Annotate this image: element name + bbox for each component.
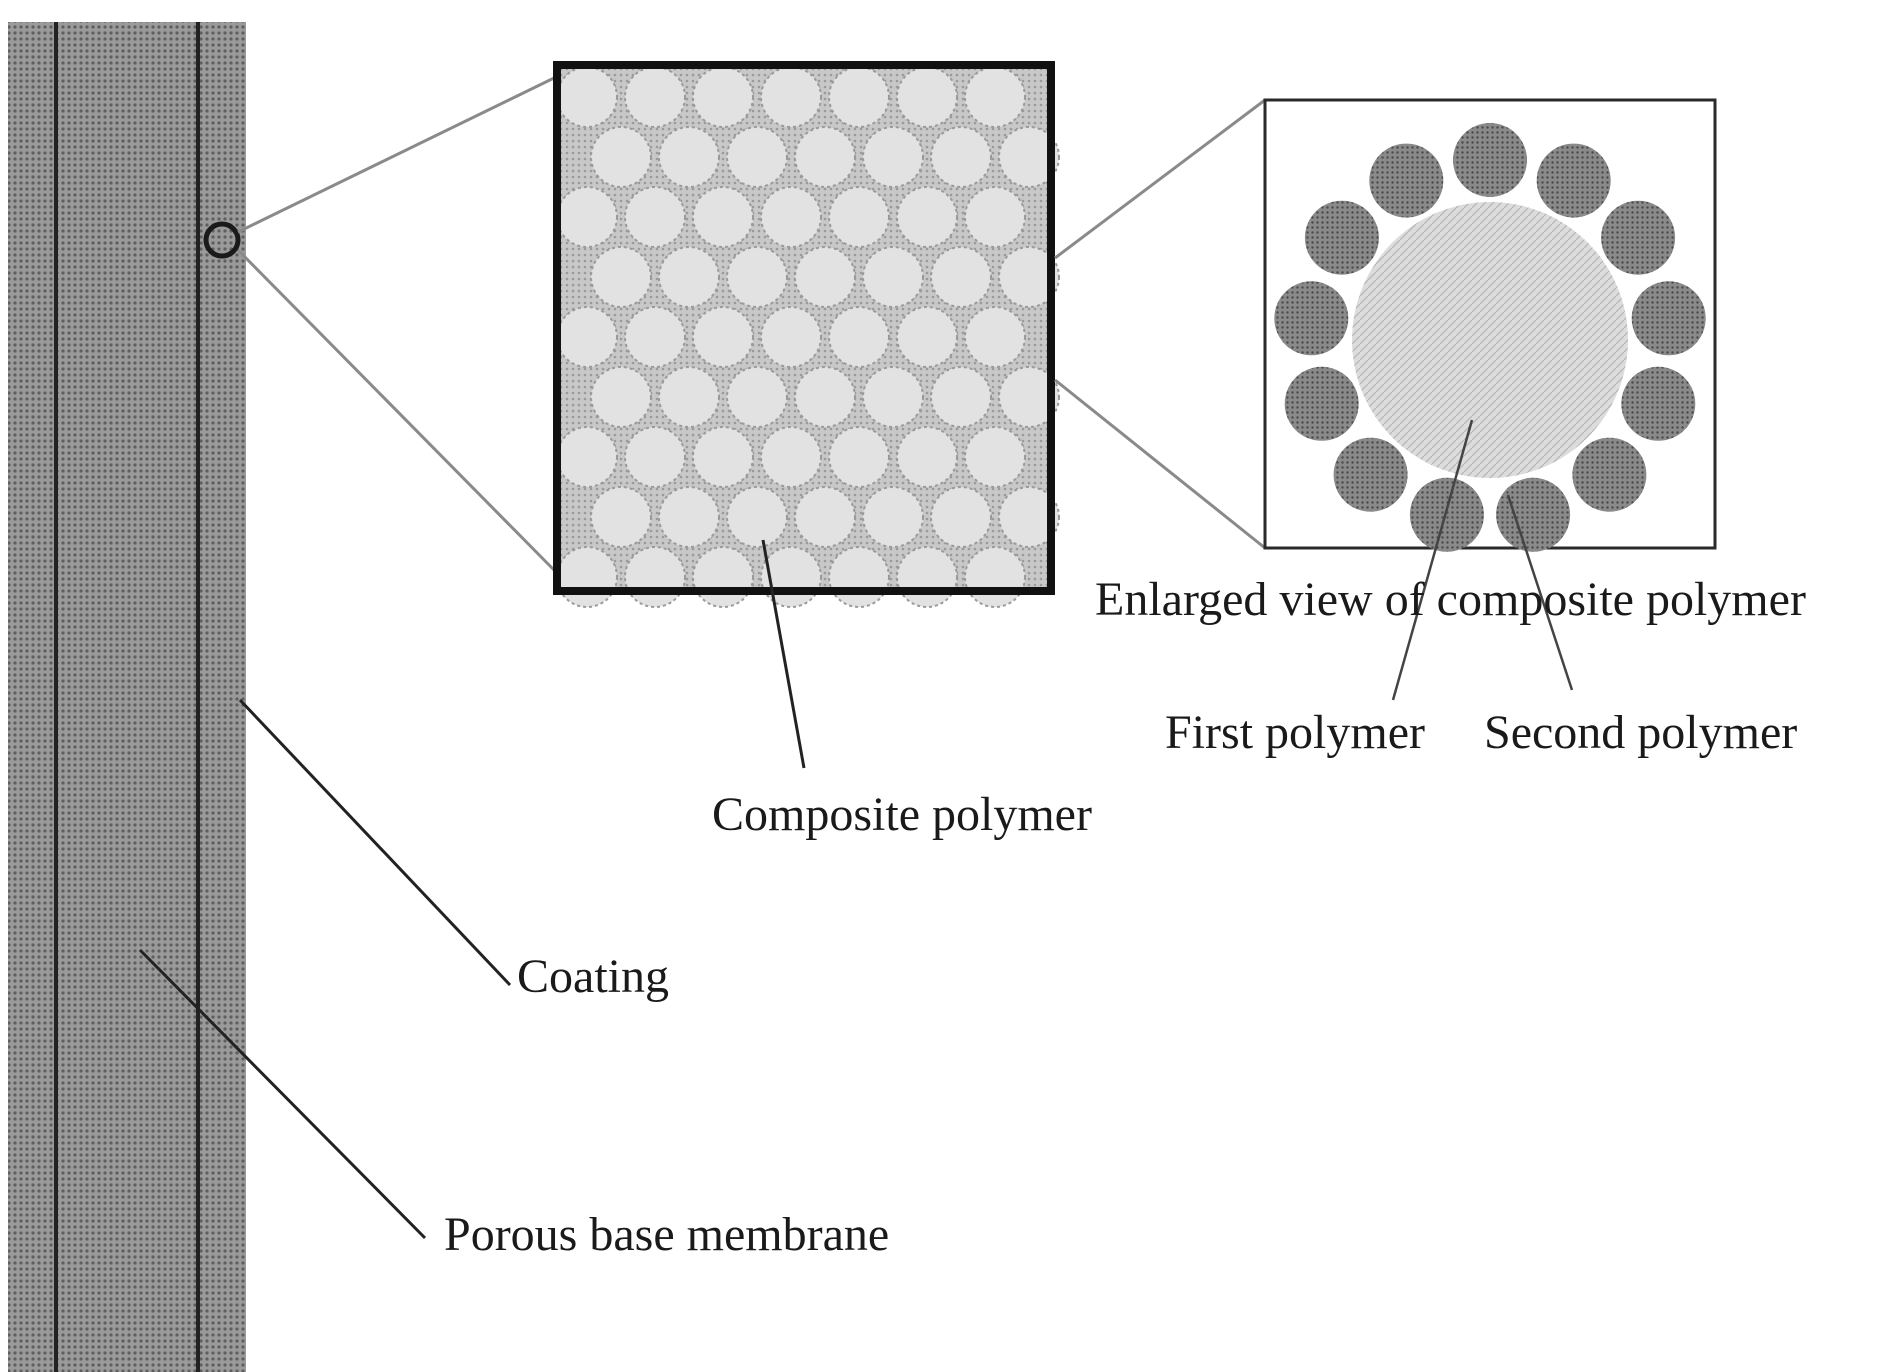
second-polymer-particle [1601, 201, 1675, 275]
composite-particle [727, 127, 787, 187]
composite-particle [965, 67, 1025, 127]
second-polymer-particle [1334, 438, 1408, 512]
composite-particle [591, 367, 651, 427]
second-polymer-particle [1274, 281, 1348, 355]
composite-particle [659, 367, 719, 427]
composite-particle [897, 547, 957, 607]
composite-particle [863, 127, 923, 187]
enlarged-view-box [1265, 100, 1715, 552]
composite-particle [591, 247, 651, 307]
composite-particle [863, 247, 923, 307]
zoom-line-bottom [238, 250, 554, 570]
composite-particle [557, 67, 617, 127]
second-polymer-particle [1537, 144, 1611, 218]
second-polymer-particle [1410, 478, 1484, 552]
second-polymer-particle [1632, 281, 1706, 355]
composite-particle [931, 367, 991, 427]
second-polymer-particle [1621, 367, 1695, 441]
composite-particle [693, 187, 753, 247]
composite-particle [761, 427, 821, 487]
first-polymer-label: First polymer [1165, 706, 1425, 759]
first-polymer-core [1352, 202, 1628, 478]
second-polymer-label: Second polymer [1484, 706, 1797, 759]
composite-particle [693, 547, 753, 607]
enlarged-view-label: Enlarged view of composite polymer [1095, 573, 1806, 626]
composite-particle [625, 67, 685, 127]
composite-particle [965, 547, 1025, 607]
composite-particle [625, 187, 685, 247]
composite-polymer-label: Composite polymer [712, 788, 1092, 841]
composite-particle [557, 187, 617, 247]
composite-particle [591, 487, 651, 547]
composite-particle [931, 487, 991, 547]
composite-particle [829, 427, 889, 487]
second-polymer-particle [1305, 201, 1379, 275]
composite-particle [829, 547, 889, 607]
composite-particle [761, 307, 821, 367]
composite-particle [693, 427, 753, 487]
second-polymer-particle [1453, 123, 1527, 197]
composite-particle [795, 127, 855, 187]
composite-particle [795, 487, 855, 547]
composite-particle [897, 67, 957, 127]
composite-particle [557, 427, 617, 487]
composite-particle [727, 247, 787, 307]
composite-particle [829, 307, 889, 367]
composite-particle [863, 487, 923, 547]
composite-particle [965, 427, 1025, 487]
second-polymer-particle [1496, 478, 1570, 552]
composite-particle [829, 67, 889, 127]
porous-base-membrane-label: Porous base membrane [444, 1208, 889, 1261]
composite-particle [625, 547, 685, 607]
composite-particle [625, 427, 685, 487]
composite-particle [795, 247, 855, 307]
second-polymer-particle [1369, 144, 1443, 218]
composite-particle [965, 187, 1025, 247]
composite-particle [965, 307, 1025, 367]
leader-coating [240, 700, 510, 985]
composite-particle [829, 187, 889, 247]
composite-particle [625, 307, 685, 367]
composite-particle [863, 367, 923, 427]
composite-particle [693, 307, 753, 367]
composite-particle [659, 127, 719, 187]
zoom-line-2-bottom [1055, 380, 1265, 548]
second-polymer-particle [1285, 367, 1359, 441]
composite-particle [591, 127, 651, 187]
composite-cells [557, 67, 1059, 607]
composite-particle [557, 547, 617, 607]
zoom-line-2-top [1055, 100, 1265, 258]
composite-particle [557, 307, 617, 367]
composite-particle [761, 67, 821, 127]
composite-polymer-box [557, 65, 1059, 607]
second-polymer-particle [1572, 438, 1646, 512]
composite-particle [659, 247, 719, 307]
composite-particle [897, 427, 957, 487]
composite-particle [727, 487, 787, 547]
composite-particle [693, 67, 753, 127]
composite-particle [931, 247, 991, 307]
zoom-line-top [238, 78, 554, 232]
coating-label: Coating [517, 950, 669, 1003]
composite-particle [897, 307, 957, 367]
composite-particle [659, 487, 719, 547]
composite-particle [727, 367, 787, 427]
composite-particle [761, 187, 821, 247]
composite-particle [795, 367, 855, 427]
composite-particle [897, 187, 957, 247]
composite-particle [931, 127, 991, 187]
